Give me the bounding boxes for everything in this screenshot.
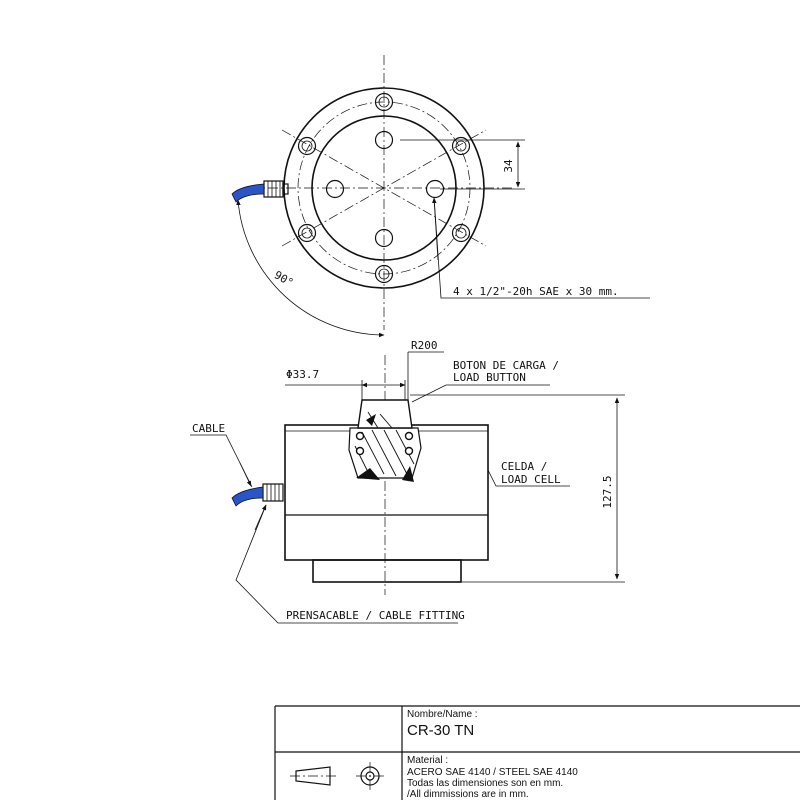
thread-note: 4 x 1/2"-20h SAE x 30 mm. [453,285,619,298]
threaded-holes [325,130,445,248]
title-block: Nombre/Name : CR-30 TN Material : ACERO … [274,705,800,800]
name-value: CR-30 TN [407,722,474,739]
section-cutaway [348,427,422,482]
bolt-upper-left [297,136,317,156]
load-button-label-2: LOAD BUTTON [453,371,526,384]
name-caption: Nombre/Name : [407,709,478,720]
bolt-top [374,92,394,112]
bolt-upper-right [451,136,471,156]
note-en: /All dimmissions are in mm. [407,789,529,800]
cable-front-view [231,483,284,507]
diameter-label: Φ33.7 [286,368,319,381]
dim-34-label: 34 [502,159,515,173]
bolt-lower-right [451,223,471,243]
cable-top-view [231,180,289,203]
cable-label: CABLE [192,422,225,435]
projection-symbol-icon [290,762,384,790]
top-view: 34 90° 4 x 1/2"-20h SAE x 30 mm. [231,55,650,338]
material-caption: Material : [407,755,448,766]
load-button [357,399,413,429]
radius-label: R200 [411,339,438,352]
base-step [312,559,462,583]
load-cell-label-1: CELDA / [501,460,547,473]
height-label: 127.5 [601,475,614,508]
cable-fitting-label: PRENSACABLE / CABLE FITTING [286,609,465,622]
material-value: ACERO SAE 4140 / STEEL SAE 4140 [407,767,578,778]
note-es: Todas las dimensiones son en mm. [407,778,563,789]
front-view: R200 Φ33.7 BOTON DE CARGA / LOAD BUTTON … [190,339,625,624]
load-button-label-1: BOTON DE CARGA / [453,359,559,372]
load-cell-label-2: LOAD CELL [501,473,561,486]
